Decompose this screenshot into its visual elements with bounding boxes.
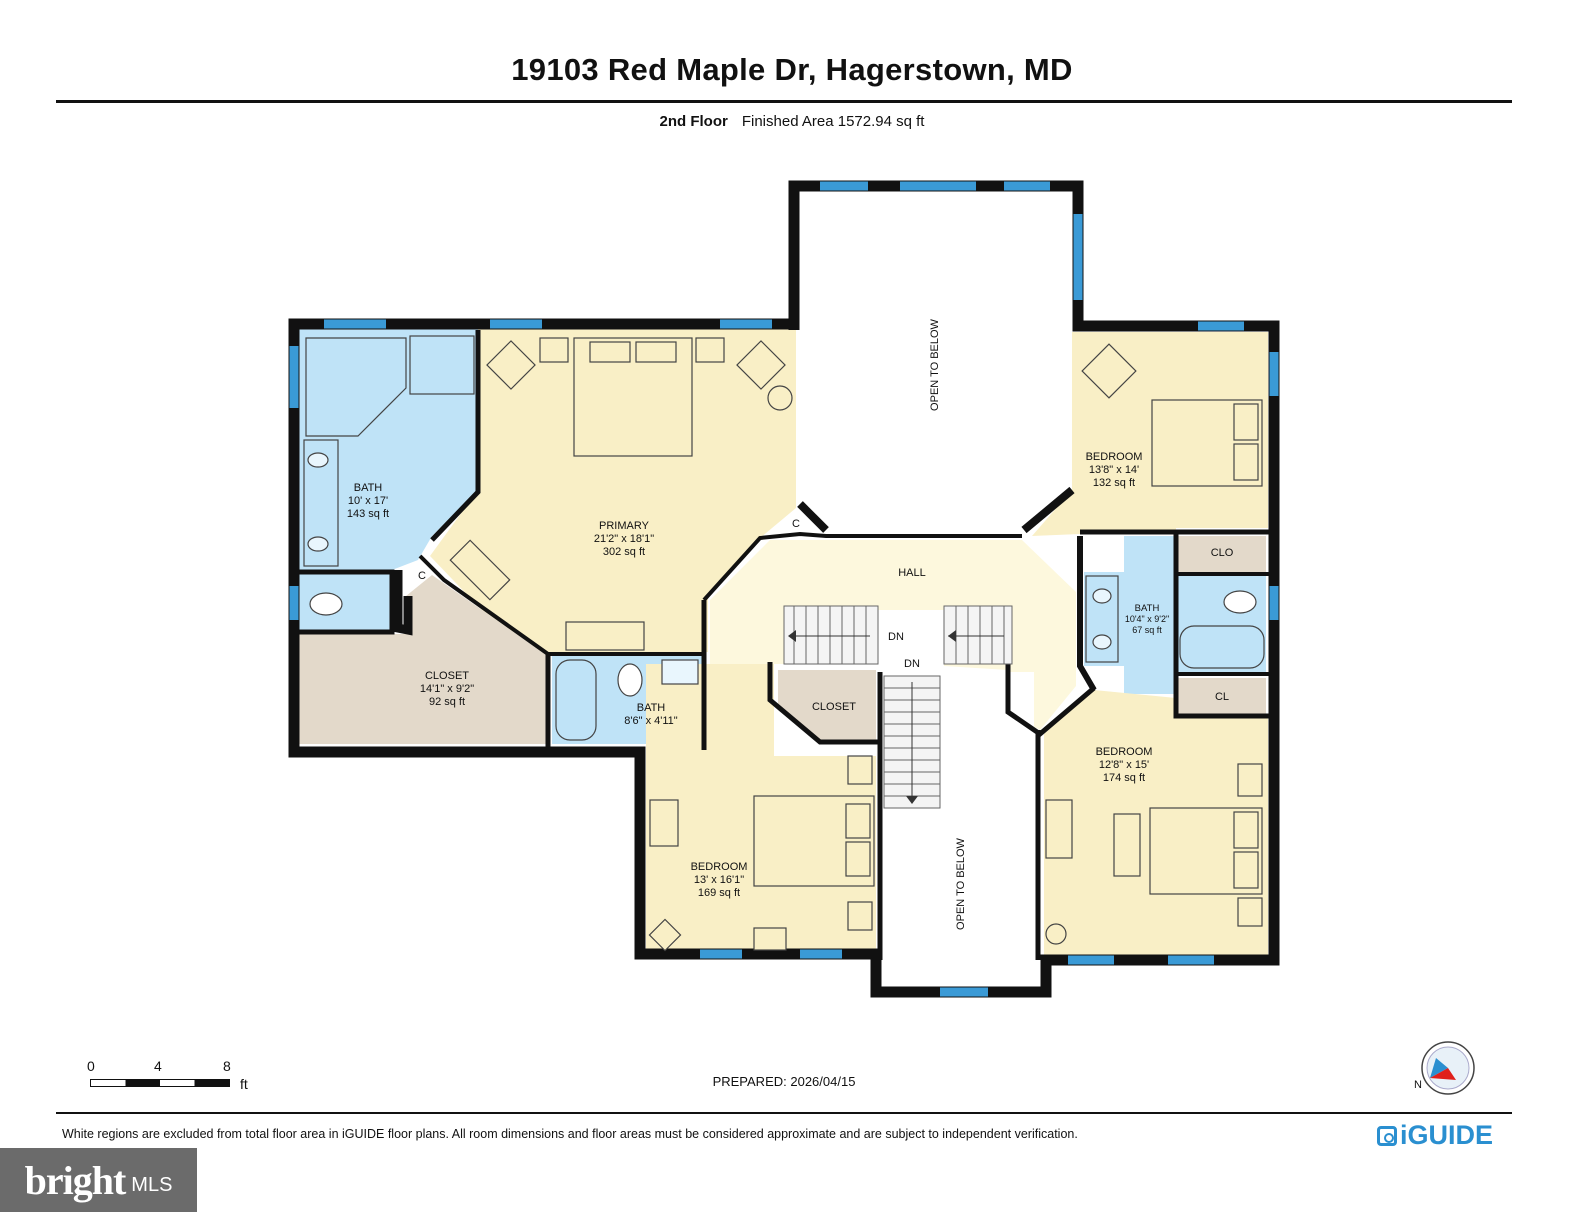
sink-icon [1092, 634, 1112, 650]
toilet-icon [309, 592, 343, 616]
mls-wordmark: MLS [131, 1173, 173, 1196]
room-dims: 8'6" x 4'11" [624, 715, 677, 727]
scale-label: 4 [154, 1058, 162, 1074]
walls [288, 180, 1280, 998]
compass-north-label: N [1414, 1079, 1422, 1091]
room-area: 302 sq ft [603, 546, 645, 558]
closet-sw-fill [778, 670, 876, 742]
room-dims: 13' x 16'1" [694, 874, 744, 886]
bright-wordmark: bright [24, 1157, 127, 1203]
room-area: 92 sq ft [429, 696, 465, 708]
room-name: HALL [898, 567, 926, 579]
room-dims: 21'2" x 18'1" [594, 533, 654, 545]
shower-icon [409, 335, 475, 395]
room-dims: 13'8" x 14' [1089, 464, 1139, 476]
fixtures [303, 335, 1265, 952]
toilet-icon [617, 663, 643, 697]
room-name: CLOSET [812, 701, 856, 713]
scale-label: 8 [223, 1058, 231, 1074]
open-to-below-label: OPEN TO BELOW [955, 837, 967, 930]
iguide-icon [1377, 1125, 1397, 1146]
open-to-below-label: OPEN TO BELOW [929, 318, 941, 411]
room-name: BATH [1135, 603, 1160, 614]
room-name: BEDROOM [1086, 451, 1143, 463]
iguide-logo: iGUIDE [1377, 1120, 1493, 1151]
room-area: 143 sq ft [347, 508, 389, 520]
bench-icon [449, 539, 511, 601]
dresser-icon [565, 621, 645, 651]
chair-icon [648, 918, 682, 952]
sink-icon [661, 659, 699, 685]
scale-bar-graphic [90, 1079, 230, 1087]
room-name: BEDROOM [1096, 746, 1153, 758]
iguide-wordmark: iGUIDE [1400, 1120, 1494, 1150]
footer-divider [56, 1112, 1512, 1114]
bathtub-icon [1179, 625, 1265, 669]
sink-icon [307, 536, 329, 552]
disclaimer-text: White regions are excluded from total fl… [62, 1127, 1078, 1141]
scale-unit: ft [240, 1076, 248, 1092]
room-area: 67 sq ft [1132, 625, 1162, 635]
room-name: CLO [1211, 547, 1234, 559]
nightstand-icon [539, 337, 569, 363]
sink-icon [307, 452, 329, 468]
scale-bar: 0 4 8 ft [82, 1058, 272, 1098]
round-table-icon [1045, 923, 1067, 945]
corner-tub-icon [305, 337, 407, 437]
room-dims: 12'8" x 15' [1099, 759, 1149, 771]
room-name: BATH [354, 482, 383, 494]
round-table-icon [767, 385, 793, 411]
scale-label: 0 [87, 1058, 95, 1074]
hall-fill [710, 540, 1076, 730]
primary-fill [430, 328, 796, 652]
nightstand-icon [847, 755, 873, 785]
closet-main-fill [298, 575, 548, 744]
cl-fill [1178, 678, 1266, 714]
title-divider [56, 100, 1512, 103]
room-name: BATH [637, 702, 666, 714]
bathtub-icon [555, 659, 597, 741]
floor-summary: 2nd Floor Finished Area 1572.94 sq ft [0, 113, 1584, 130]
room-name: CLOSET [425, 670, 469, 682]
room-dims: 10'4" x 9'2" [1125, 614, 1169, 624]
clo-fill [1178, 536, 1266, 572]
room-dims: 10' x 17' [348, 495, 388, 507]
dresser-icon [753, 927, 787, 951]
room-area: 169 sq ft [698, 887, 740, 899]
toilet-icon [1223, 590, 1257, 614]
armchair-icon [736, 340, 786, 390]
room-name: PRIMARY [599, 520, 650, 532]
armchair-icon [1081, 343, 1137, 399]
windows [289, 181, 1279, 997]
room-name: BEDROOM [691, 861, 748, 873]
desk-icon [649, 799, 679, 847]
room-dims: 14'1" x 9'2" [420, 683, 474, 695]
nightstand-icon [847, 901, 873, 931]
open-below-top-area [800, 192, 1072, 535]
nightstand-icon [1237, 897, 1263, 927]
stairs [783, 605, 1013, 809]
room-area: 174 sq ft [1103, 772, 1145, 784]
nightstand-icon [1237, 763, 1263, 797]
floor-name: 2nd Floor [659, 113, 728, 130]
stairs-down-label: DN [888, 631, 904, 643]
stairs-down-label: DN [904, 658, 920, 670]
room-labels: BATH 10' x 17' 143 sq ft PRIMARY 21'2" x… [347, 318, 1234, 930]
finished-area: Finished Area 1572.94 sq ft [741, 113, 925, 130]
armchair-icon [486, 340, 536, 390]
page-title: 19103 Red Maple Dr, Hagerstown, MD [511, 52, 1073, 87]
compass-icon: N [1414, 1041, 1475, 1095]
room-name: CL [1215, 691, 1229, 703]
room-area: 132 sq ft [1093, 477, 1135, 489]
dresser-icon [1113, 813, 1141, 877]
nightstand-icon [695, 337, 725, 363]
bright-mls-logo: bright MLS [0, 1148, 197, 1212]
prepared-date: PREPARED: 2026/04/15 [712, 1074, 856, 1089]
room-name: C [792, 518, 800, 530]
desk-icon [1045, 799, 1073, 859]
room-name: C [418, 570, 426, 582]
sink-icon [1092, 588, 1112, 604]
